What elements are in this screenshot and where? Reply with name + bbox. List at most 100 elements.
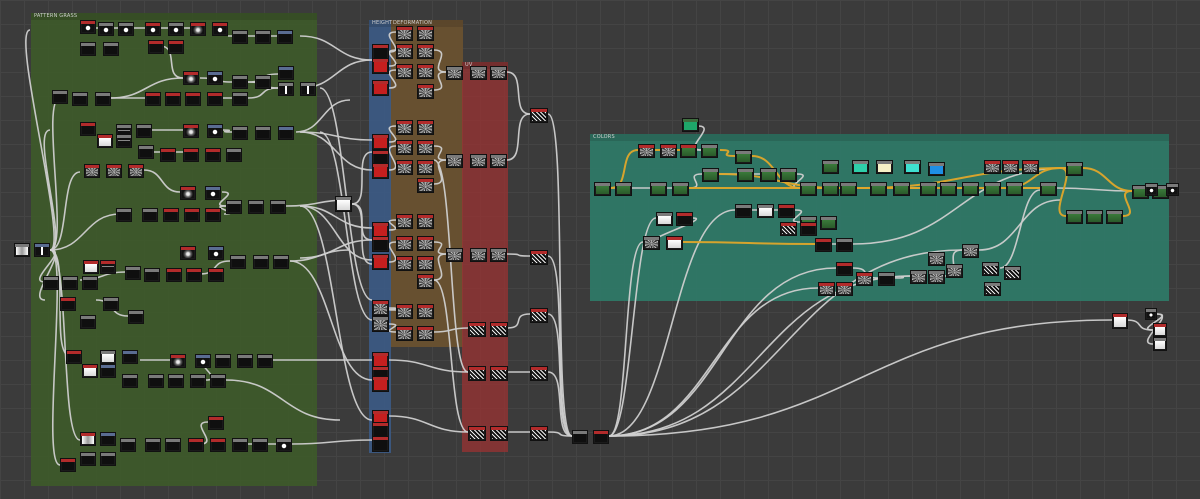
wire[interactable]	[608, 249, 963, 437]
color-node[interactable]	[1006, 182, 1023, 196]
graph-node[interactable]	[95, 92, 111, 106]
color-node[interactable]	[818, 282, 835, 296]
graph-node[interactable]	[207, 124, 223, 138]
frame-pattern-grass[interactable]: PATTERN GRASS	[31, 13, 317, 486]
wire[interactable]	[199, 421, 209, 445]
wire[interactable]	[388, 69, 397, 89]
graph-node[interactable]	[208, 416, 224, 430]
color-node[interactable]	[735, 150, 752, 164]
graph-node[interactable]	[168, 22, 184, 36]
wire[interactable]	[433, 327, 469, 333]
uv-node[interactable]	[470, 66, 487, 80]
graph-node[interactable]	[276, 438, 292, 452]
graph-node[interactable]	[190, 22, 206, 36]
wire[interactable]	[608, 275, 911, 437]
uv-node[interactable]	[530, 108, 548, 123]
output-node[interactable]	[1153, 337, 1167, 351]
color-node[interactable]	[836, 238, 853, 252]
graph-node[interactable]	[43, 276, 59, 290]
color-node[interactable]	[820, 216, 837, 230]
uv-node[interactable]	[468, 426, 486, 441]
graph-node[interactable]	[208, 246, 224, 260]
graph-node[interactable]	[205, 186, 221, 200]
graph-node[interactable]	[248, 200, 264, 214]
wire[interactable]	[388, 307, 397, 311]
wire[interactable]	[49, 213, 121, 251]
color-node[interactable]	[1022, 160, 1039, 174]
wire[interactable]	[1056, 187, 1133, 192]
graph-node[interactable]	[82, 276, 98, 290]
deform-node[interactable]	[417, 236, 434, 251]
graph-node[interactable]	[80, 42, 96, 56]
color-node[interactable]	[856, 272, 873, 286]
graph-node[interactable]	[83, 260, 99, 274]
color-node[interactable]	[638, 144, 655, 158]
color-node[interactable]	[836, 262, 853, 276]
color-node[interactable]	[780, 222, 797, 236]
color-node[interactable]	[757, 204, 774, 218]
wire[interactable]	[388, 219, 397, 231]
color-node[interactable]	[594, 182, 611, 196]
color-node[interactable]	[893, 182, 910, 196]
wire[interactable]	[289, 260, 373, 381]
wire[interactable]	[547, 431, 573, 437]
color-node[interactable]	[982, 262, 999, 276]
color-node[interactable]	[984, 282, 1001, 296]
uv-node[interactable]	[470, 248, 487, 262]
deform-node[interactable]	[396, 26, 413, 41]
color-node[interactable]	[1106, 210, 1123, 224]
deform-node[interactable]	[417, 326, 434, 341]
graph-node[interactable]	[52, 90, 68, 104]
wire[interactable]	[433, 159, 469, 373]
wire[interactable]	[792, 209, 803, 223]
uv-node[interactable]	[490, 322, 508, 337]
mask-node[interactable]	[372, 316, 389, 332]
deform-node[interactable]	[396, 236, 413, 251]
color-node[interactable]	[870, 182, 887, 196]
wire[interactable]	[433, 159, 447, 185]
wire[interactable]	[388, 241, 397, 263]
wire[interactable]	[159, 45, 184, 79]
blend-node[interactable]	[335, 196, 352, 212]
color-node[interactable]	[1040, 182, 1057, 196]
color-node[interactable]	[1002, 160, 1019, 174]
wire[interactable]	[388, 49, 397, 67]
uv-node[interactable]	[490, 66, 507, 80]
graph-node[interactable]	[106, 164, 122, 178]
color-node[interactable]	[615, 182, 632, 196]
graph-node[interactable]	[253, 255, 269, 269]
mask-node[interactable]	[372, 376, 389, 392]
graph-node[interactable]	[128, 310, 144, 324]
graph-node[interactable]	[165, 92, 181, 106]
graph-node[interactable]	[232, 30, 248, 44]
graph-node[interactable]	[66, 350, 82, 364]
graph-node[interactable]	[270, 200, 286, 214]
graph-node[interactable]	[160, 148, 176, 162]
color-node[interactable]	[940, 182, 957, 196]
graph-node[interactable]	[148, 374, 164, 388]
wire[interactable]	[247, 87, 279, 99]
color-node[interactable]	[643, 236, 660, 250]
output-node[interactable]	[1166, 183, 1179, 196]
wire[interactable]	[506, 113, 531, 161]
uv-node[interactable]	[530, 250, 548, 265]
wire[interactable]	[351, 151, 373, 205]
graph-node[interactable]	[168, 40, 184, 54]
deform-node[interactable]	[396, 120, 413, 135]
color-node[interactable]	[1066, 162, 1083, 176]
graph-node[interactable]	[205, 148, 221, 162]
wire[interactable]	[221, 129, 233, 133]
graph-node[interactable]	[166, 268, 182, 282]
wire[interactable]	[299, 205, 373, 261]
uv-node[interactable]	[490, 426, 508, 441]
output-node[interactable]	[572, 430, 588, 444]
active-wire[interactable]	[682, 241, 816, 245]
deform-node[interactable]	[417, 64, 434, 79]
mask-node[interactable]	[372, 163, 389, 179]
wire[interactable]	[433, 49, 447, 73]
graph-node[interactable]	[84, 164, 100, 178]
graph-node[interactable]	[148, 40, 164, 54]
color-node[interactable]	[701, 144, 718, 158]
graph-node[interactable]	[237, 354, 253, 368]
graph-node[interactable]	[116, 134, 132, 148]
